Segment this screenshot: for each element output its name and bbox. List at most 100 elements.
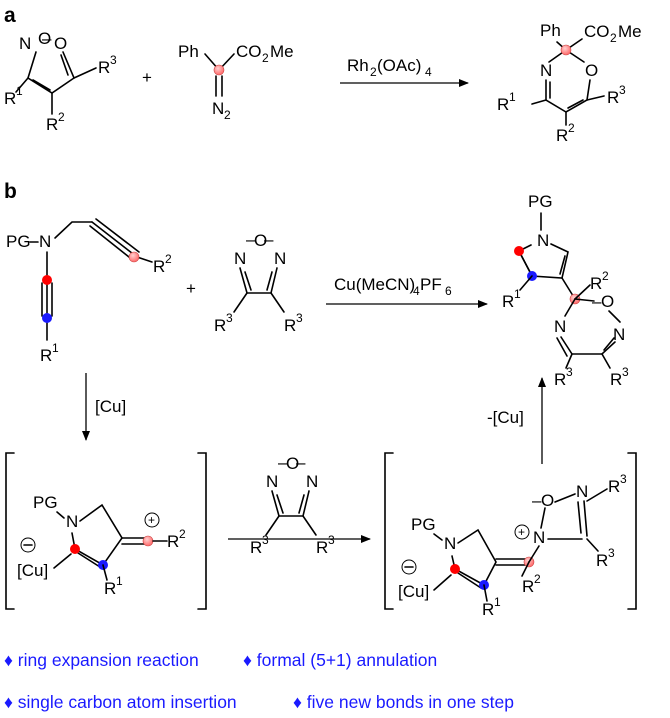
carbene-dot <box>213 64 225 76</box>
svg-text:N: N <box>576 482 588 501</box>
svg-text:N: N <box>540 61 552 80</box>
svg-text:R: R <box>522 577 534 596</box>
svg-text:N: N <box>274 249 286 268</box>
svg-text:R: R <box>554 370 566 389</box>
svg-text:3: 3 <box>608 546 615 560</box>
panel-label-a: a <box>4 4 16 27</box>
svg-text:–: – <box>264 230 274 249</box>
svg-text:N: N <box>234 249 246 268</box>
svg-text:R: R <box>167 532 179 551</box>
svg-text:PF: PF <box>420 275 442 294</box>
svg-text:PG: PG <box>33 493 58 512</box>
svg-text:N: N <box>554 317 566 336</box>
svg-text:2: 2 <box>610 31 617 45</box>
svg-text:O: O <box>54 34 67 53</box>
svg-text:2: 2 <box>534 572 541 586</box>
svg-text:R: R <box>153 257 165 276</box>
svg-text:6: 6 <box>445 284 452 298</box>
svg-text:R: R <box>497 95 509 114</box>
svg-text:[Cu]: [Cu] <box>95 397 126 416</box>
svg-text:R: R <box>214 316 226 335</box>
svg-text:N: N <box>444 534 456 553</box>
svg-text:–: – <box>592 292 602 311</box>
svg-text:R: R <box>610 370 622 389</box>
svg-text:N: N <box>537 231 549 250</box>
svg-text:N: N <box>39 232 51 251</box>
svg-text:Rh: Rh <box>347 56 369 75</box>
svg-text:R: R <box>284 316 296 335</box>
svg-text:O: O <box>585 61 598 80</box>
svg-text:1: 1 <box>509 90 516 104</box>
intermediate-2: PG N R 2 N + O – N R 3 R 3 [Cu] R <box>384 452 637 619</box>
svg-text:R: R <box>4 89 16 108</box>
svg-text:N: N <box>266 472 278 491</box>
svg-text:–: – <box>296 453 306 472</box>
note-ring-expansion: ♦ ring expansion reaction <box>4 650 199 670</box>
svg-text:2: 2 <box>370 65 377 79</box>
diazo-ester: Ph CO 2 Me N 2 <box>178 42 294 122</box>
svg-text:R: R <box>556 126 568 145</box>
svg-text:PG: PG <box>411 515 436 534</box>
final-product: PG N R 1 R 2 – O N N R 3 R 3 <box>502 192 629 389</box>
svg-text:2: 2 <box>165 252 172 266</box>
svg-text:N: N <box>19 34 31 53</box>
svg-text:2: 2 <box>568 121 575 135</box>
svg-text:–: – <box>532 491 542 510</box>
svg-text:2: 2 <box>602 269 609 283</box>
svg-text:R: R <box>590 274 602 293</box>
svg-text:2: 2 <box>58 110 65 124</box>
note-five-bonds: ♦ five new bonds in one step <box>293 692 514 712</box>
svg-text:–: – <box>42 29 52 48</box>
svg-text:CO: CO <box>584 22 610 41</box>
svg-text:–: – <box>278 453 288 472</box>
svg-text:2: 2 <box>224 108 231 122</box>
svg-text:N: N <box>533 528 545 547</box>
svg-text:1: 1 <box>514 287 521 301</box>
svg-text:R: R <box>596 551 608 570</box>
svg-text:3: 3 <box>262 533 269 547</box>
svg-text:+: + <box>148 513 155 527</box>
svg-text:R: R <box>316 538 328 557</box>
ynamide-substrate: PG N R 2 R 1 <box>6 218 172 365</box>
svg-text:Ph: Ph <box>540 21 561 40</box>
svg-text:Ph: Ph <box>178 42 199 61</box>
svg-text:3: 3 <box>226 311 233 325</box>
svg-text:3: 3 <box>328 533 335 547</box>
svg-text:N: N <box>306 472 318 491</box>
svg-text:N: N <box>66 512 78 531</box>
rh-arrow: Rh 2 (OAc) 4 <box>340 56 469 87</box>
svg-text:3: 3 <box>622 365 629 379</box>
svg-text:O: O <box>286 454 299 473</box>
svg-text:3: 3 <box>110 53 117 67</box>
svg-text:R: R <box>40 346 52 365</box>
note-formal-annulation: ♦ formal (5+1) annulation <box>243 650 437 670</box>
panel-label-b: b <box>4 180 17 203</box>
svg-text:4: 4 <box>425 65 432 79</box>
note-carbon-insertion: ♦ single carbon atom insertion <box>4 692 237 712</box>
svg-text:R: R <box>502 292 514 311</box>
svg-text:O: O <box>541 491 554 510</box>
cu-down-arrow: [Cu] <box>82 373 126 441</box>
svg-text:N: N <box>212 99 224 118</box>
svg-text:4: 4 <box>413 284 420 298</box>
svg-text:O: O <box>254 231 267 250</box>
svg-text:3: 3 <box>620 472 627 486</box>
svg-text:1: 1 <box>494 595 501 609</box>
cu-catalysis-arrow: Cu(MeCN) 4 PF 6 <box>326 275 488 308</box>
svg-text:3: 3 <box>566 365 573 379</box>
svg-text:R: R <box>607 88 619 107</box>
svg-text:PG: PG <box>528 192 553 211</box>
svg-text:3: 3 <box>619 83 626 97</box>
svg-text:1: 1 <box>116 574 123 588</box>
svg-text:Me: Me <box>618 22 642 41</box>
svg-text:R: R <box>250 538 262 557</box>
svg-text:CO: CO <box>236 42 262 61</box>
intermediate-1: PG N R 2 + [Cu] R 1 <box>5 452 207 610</box>
svg-text:R: R <box>46 115 58 134</box>
svg-text:Cu(MeCN): Cu(MeCN) <box>334 275 415 294</box>
svg-text:-[Cu]: -[Cu] <box>487 408 524 427</box>
decupration-up-arrow: -[Cu] <box>487 377 546 464</box>
svg-text:(OAc): (OAc) <box>377 56 421 75</box>
isoxazole: N O – O R 3 R 1 R 2 <box>4 29 117 134</box>
